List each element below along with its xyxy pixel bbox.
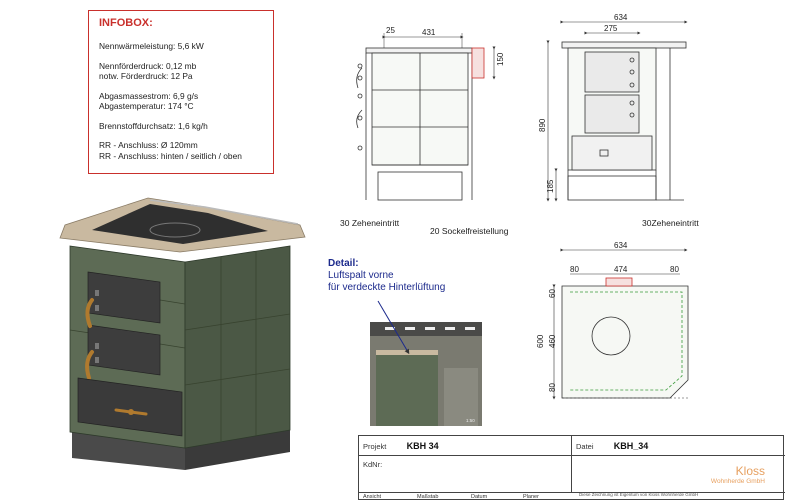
col-ansicht: Ansicht [363,494,382,500]
dim-side-275: 275 [604,24,618,33]
dim-plan-634: 634 [614,241,628,250]
detail-image: 1:50 [370,300,482,426]
side-view-drawing [546,20,688,202]
company-logo: Kloss Wohnherde GmbH [711,464,765,485]
hotplate-ring [149,222,201,238]
datei-value: KBH_34 [613,441,649,451]
plinth-front [72,430,185,470]
plinth-side [185,430,290,470]
door-handle-upper [85,298,94,328]
cooktop-plate [92,204,268,244]
dim-plan-80-bottom: 80 [548,383,557,392]
dim-plan-80-right: 80 [670,265,679,274]
dim-plan-474: 474 [614,265,628,274]
dim-front-25: 25 [386,26,395,35]
fire-door-upper [87,271,161,324]
dim-plan-60: 60 [548,289,557,298]
infobox-line: Abgastemperatur: 174 °C [99,101,194,111]
side-tile-panel [184,245,291,449]
col-planer: Planer [523,494,539,500]
detail-caption: Detail: Luftspalt vorne für verdeckte Hi… [328,258,445,294]
detail-line-2: für verdeckte Hinterlüftung [328,282,446,293]
detail-line-1: Luftspalt vorne [328,270,394,281]
infobox-line: Nennförderdruck: 0,12 mb [99,60,197,71]
projekt-label: Projekt [363,442,387,451]
dim-plan-600: 600 [536,334,545,348]
railing [149,199,299,225]
label-plinth-clearance: 20 Sockelfreistellung [430,226,509,236]
door-handle-lower [85,350,94,380]
infobox-title: INFOBOX: [99,17,153,29]
infobox-line: notw. Förderdruck: 12 Pa [99,71,193,81]
projekt-value: KBH 34 [406,441,439,451]
dim-front-150: 150 [496,52,505,66]
front-view-drawing [356,33,496,201]
detail-heading: Detail: [328,258,359,269]
dim-side-634: 634 [614,13,628,22]
infobox-line: RR - Anschluss: hinten / seitlich / oben [99,150,242,161]
datei-label: Datei [576,442,594,451]
logo-name: Kloss [735,464,765,478]
plan-view-drawing [552,248,690,400]
scale-mark: 1:50 [466,418,475,423]
infobox-line: RR - Anschluss: Ø 120mm [99,140,198,150]
copyright-note: Diese Zeichnung ist Eigentum von Kloss W… [579,492,699,497]
col-massstab: Maßstab [417,494,439,500]
logo-subtitle: Wohnherde GmbH [710,478,765,485]
fire-door-lower [87,324,161,376]
dim-plan-80-left: 80 [570,265,579,274]
label-toe-kick-left: 30 Zeheneintritt [340,218,400,228]
dim-side-890: 890 [538,118,547,132]
stove-3d-view [59,197,306,470]
infobox: INFOBOX: Nennwärmeleistung: 5,6 kW Nennf… [88,10,274,174]
oven-drawer [77,377,183,437]
dim-side-185: 185 [546,179,555,193]
col-datum: Datum [471,494,488,500]
infobox-line: Brennstoffdurchsatz: 1,6 kg/h [99,120,208,131]
kdnr-label: KdNr: [363,460,383,469]
dim-plan-460: 460 [548,334,557,348]
infobox-line: Abgasmassestrom: 6,9 g/s [99,90,199,101]
infobox-line: Nennwärmeleistung: 5,6 kW [99,41,204,51]
label-toe-kick-right: 30Zeheneintritt [642,218,699,228]
title-block: Projekt KBH 34 Datei KBH_34 KdNr: Ansich… [358,435,785,500]
dim-front-431: 431 [422,28,436,37]
